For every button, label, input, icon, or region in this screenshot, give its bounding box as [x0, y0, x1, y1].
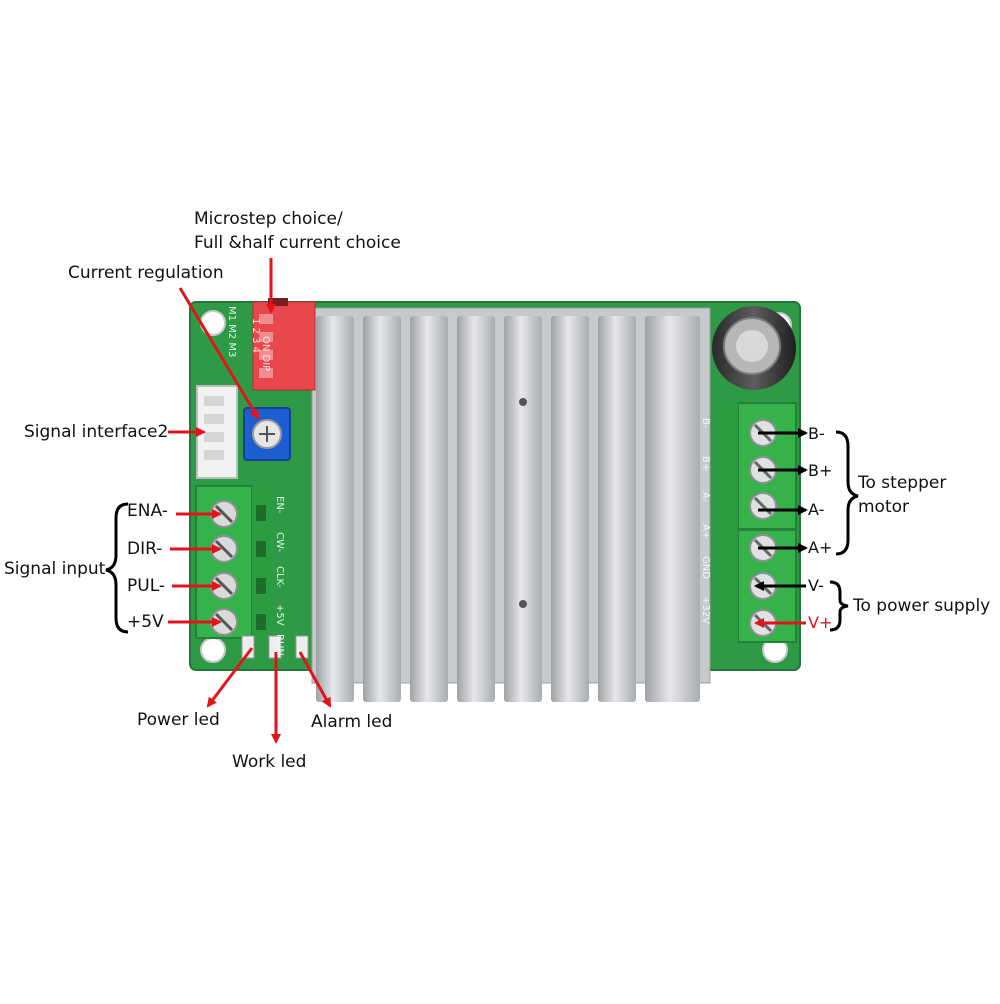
label-alarm-led: Alarm led — [311, 712, 393, 732]
label-plus-5v: +5V — [127, 612, 164, 632]
current-potentiometer — [243, 407, 291, 461]
label-pul-minus: PUL- — [127, 576, 166, 596]
label-to-stepper-line1: To stepper — [858, 473, 947, 493]
label-work-led: Work led — [232, 752, 307, 772]
silk-sig-clk: CLK- — [274, 566, 285, 588]
label-power-led: Power led — [137, 710, 220, 730]
label-to-power-supply: To power supply — [853, 596, 991, 616]
silk-out-gnd: GND — [700, 556, 711, 579]
label-v-plus: V+ — [808, 613, 833, 632]
label-b-minus: B- — [808, 424, 825, 443]
led-row — [241, 635, 309, 659]
dip-switch — [252, 298, 316, 391]
silk-out-a-minus: A- — [700, 492, 711, 503]
arrow-power-led — [206, 647, 254, 708]
arrow-alarm-led — [298, 651, 332, 708]
heatsink — [311, 307, 711, 702]
label-current-regulation: Current regulation — [68, 263, 224, 283]
silk-run: RUN — [274, 634, 285, 656]
brace-signal-input — [105, 502, 129, 634]
silk-out-a-plus: A+ — [700, 524, 711, 540]
label-signal-input: Signal input — [4, 559, 106, 579]
label-a-plus: A+ — [808, 538, 833, 557]
silk-sig-en: EN- — [274, 496, 285, 514]
label-a-minus: A- — [808, 500, 825, 519]
label-to-stepper-line2: motor — [858, 497, 910, 517]
brace-stepper-motor — [835, 430, 859, 556]
label-microstep-line2: Full &half current choice — [194, 233, 401, 253]
brace-power-supply — [829, 580, 849, 632]
label-dir-minus: DIR- — [127, 539, 163, 559]
silk-out-b-plus: B+ — [700, 456, 711, 472]
silk-out-b-minus: B- — [700, 418, 711, 429]
signal-input-terminal — [195, 485, 272, 639]
silk-dip-sw: M1 M2 M3 — [226, 306, 237, 358]
silk-out-32v: +32V — [700, 596, 711, 624]
label-b-plus: B+ — [808, 461, 833, 480]
label-microstep-line1: Microstep choice/ — [194, 209, 343, 229]
signal-interface2-connector — [196, 385, 238, 479]
silk-sig-cw: CW- — [274, 532, 285, 553]
label-signal-interface2: Signal interface2 — [24, 422, 169, 442]
label-v-minus: V- — [808, 576, 824, 595]
label-ena-minus: ENA- — [127, 501, 168, 521]
electrolytic-capacitor — [712, 306, 796, 390]
arrow-current-regulation — [178, 287, 260, 420]
silk-dip-numbers: 1 2 3 4 — [250, 318, 261, 353]
silk-sig-5v: +5V — [274, 604, 285, 626]
